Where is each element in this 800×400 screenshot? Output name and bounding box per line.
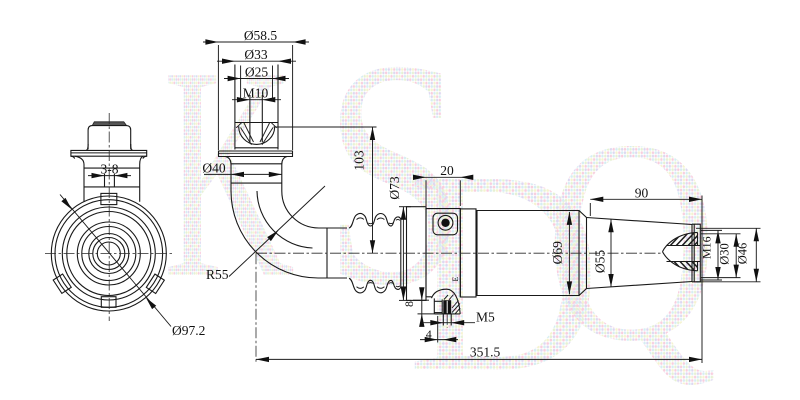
svg-text:3-8: 3-8 xyxy=(101,162,119,177)
svg-text:M16: M16 xyxy=(700,236,714,259)
svg-text:Ø55: Ø55 xyxy=(593,250,608,273)
svg-text:Ø33: Ø33 xyxy=(244,47,267,62)
svg-text:Ø46: Ø46 xyxy=(736,243,750,265)
svg-text:Ø97.2: Ø97.2 xyxy=(172,323,205,338)
svg-text:S: S xyxy=(323,0,466,353)
svg-text:Ø73: Ø73 xyxy=(387,176,402,199)
svg-text:Ø30: Ø30 xyxy=(718,243,732,265)
svg-text:M10: M10 xyxy=(243,86,269,101)
svg-text:4: 4 xyxy=(426,327,432,341)
svg-text:8: 8 xyxy=(402,301,416,307)
svg-text:Ø69: Ø69 xyxy=(550,241,565,264)
svg-text:Ø58.5: Ø58.5 xyxy=(244,28,278,43)
svg-text:E: E xyxy=(451,276,460,281)
svg-text:20: 20 xyxy=(440,163,454,178)
svg-text:Ø25: Ø25 xyxy=(245,65,268,80)
svg-text:Ø40: Ø40 xyxy=(202,160,225,175)
svg-text:103: 103 xyxy=(352,150,367,171)
svg-text:M5: M5 xyxy=(476,310,495,325)
svg-text:351.5: 351.5 xyxy=(470,344,501,359)
svg-text:90: 90 xyxy=(635,185,649,200)
svg-text:Q: Q xyxy=(545,79,718,400)
svg-text:R55: R55 xyxy=(206,267,229,282)
